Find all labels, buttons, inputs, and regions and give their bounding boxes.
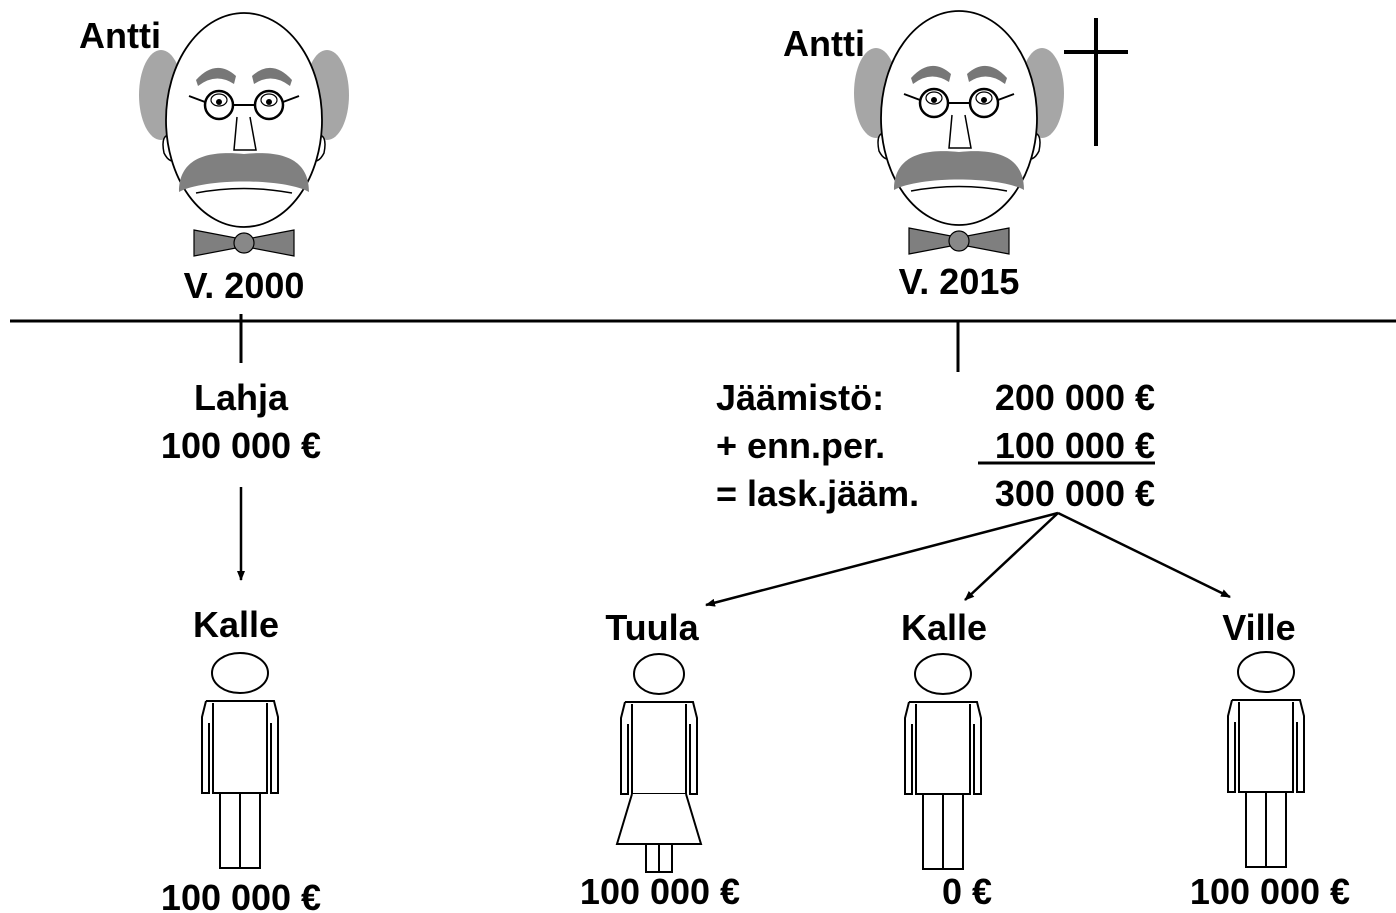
antti-face-2015-icon	[852, 9, 1066, 256]
heir-name-ville: Ville	[1222, 607, 1295, 648]
arrow-to-kalle	[964, 512, 1059, 601]
heir-amount-kalle: 0 €	[942, 871, 992, 912]
right-year-label: V. 2015	[899, 261, 1020, 302]
heir-name-kalle: Kalle	[901, 607, 987, 648]
calc-label-2: = lask.jääm.	[716, 473, 919, 514]
left-recipient-name: Kalle	[193, 604, 279, 645]
kalle-2000-figure-icon	[201, 652, 279, 869]
left-year-label: V. 2000	[184, 265, 305, 306]
heir-name-tuula: Tuula	[605, 607, 699, 648]
right-person-name: Antti	[783, 23, 865, 64]
left-recipient-amount: 100 000 €	[161, 877, 321, 913]
calc-label-0: Jäämistö:	[716, 377, 884, 418]
arrow-to-ville	[1057, 511, 1231, 599]
heir-amount-ville: 100 000 €	[1190, 871, 1350, 912]
antti-face-2000-icon	[137, 11, 351, 258]
cross-icon	[1064, 18, 1128, 146]
ville-figure-icon	[1227, 651, 1305, 868]
heir-amount-tuula: 100 000 €	[580, 871, 740, 912]
tuula-figure-icon	[616, 653, 702, 873]
gift-label: Lahja	[194, 377, 289, 418]
calc-amount-2: 300 000 €	[995, 473, 1155, 514]
calc-amount-1: 100 000 €	[995, 425, 1155, 466]
calc-amount-0: 200 000 €	[995, 377, 1155, 418]
gift-amount: 100 000 €	[161, 425, 321, 466]
calc-label-1: + enn.per.	[716, 425, 885, 466]
left-person-name: Antti	[79, 15, 161, 56]
kalle-2015-figure-icon	[904, 653, 982, 870]
arrow-to-tuula	[705, 511, 1059, 607]
